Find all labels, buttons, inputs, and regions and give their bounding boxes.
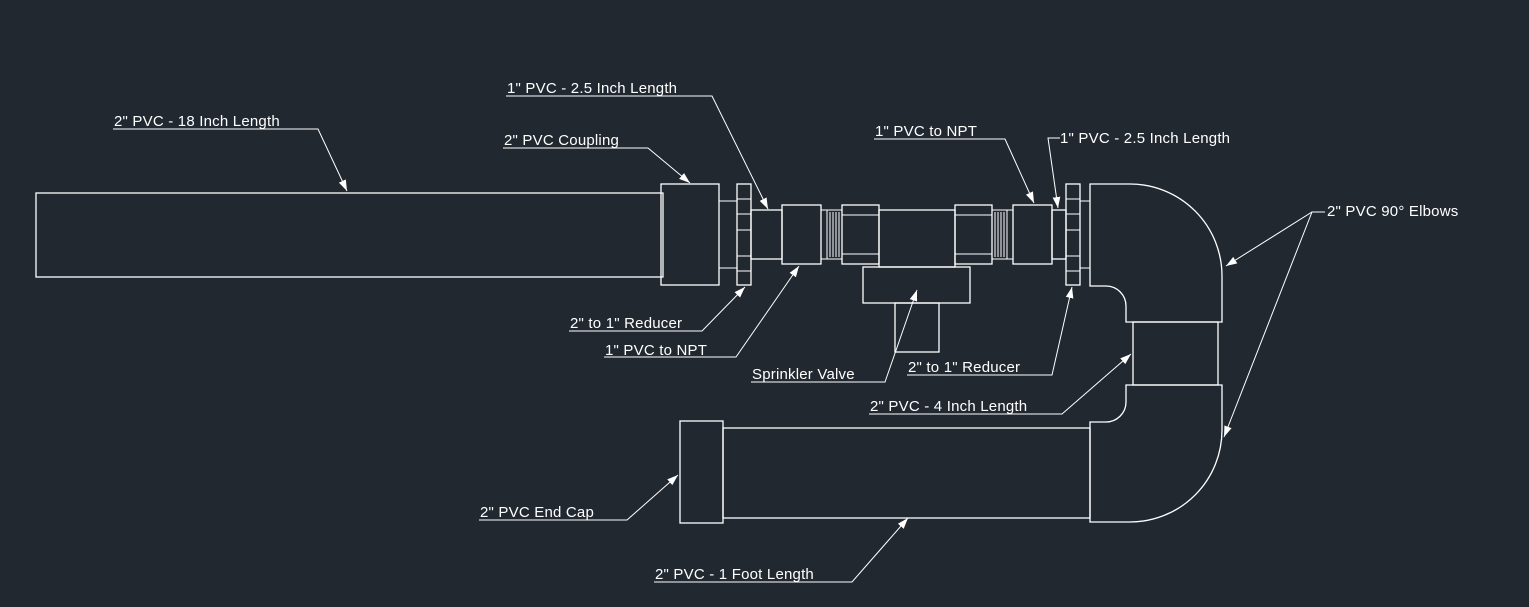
label-pipe-1in-right: 1" PVC - 2.5 Inch Length bbox=[1060, 130, 1230, 147]
pipe-1in-right bbox=[1051, 209, 1067, 260]
label-reducer-right: 2" to 1" Reducer bbox=[908, 359, 1020, 376]
leader-pipe-1in-left bbox=[506, 95, 769, 210]
elbow-bottom bbox=[1089, 384, 1223, 523]
label-pvc-4-inch: 2" PVC - 4 Inch Length bbox=[870, 398, 1027, 415]
valve-base bbox=[862, 266, 971, 304]
label-npt-top: 1" PVC to NPT bbox=[875, 123, 977, 140]
leader-npt-top bbox=[874, 138, 1035, 204]
leader-sprinkler-valve bbox=[751, 289, 918, 383]
label-sprinkler-valve: Sprinkler Valve bbox=[752, 366, 855, 383]
leader-reducer-left bbox=[569, 286, 746, 332]
end-cap-2in bbox=[679, 420, 724, 524]
label-npt-bottom: 1" PVC to NPT bbox=[605, 342, 707, 359]
elbow-top bbox=[1089, 183, 1223, 323]
leader-pvc-4-inch bbox=[869, 353, 1132, 415]
label-end-cap: 2" PVC End Cap bbox=[480, 504, 594, 521]
leader-elbow-bottom bbox=[1223, 211, 1313, 438]
label-pipe-1in-left: 1" PVC - 2.5 Inch Length bbox=[507, 80, 677, 97]
leader-pipe-1in-right bbox=[1047, 137, 1061, 209]
valve-fitting-right bbox=[954, 204, 993, 265]
leader-end-cap bbox=[479, 474, 679, 521]
valve-fitting-left bbox=[841, 204, 880, 265]
pipe-2in-1foot bbox=[722, 427, 1091, 519]
threads-left bbox=[820, 209, 843, 260]
coupling-2in bbox=[660, 183, 720, 286]
label-pvc-18-inch: 2" PVC - 18 Inch Length bbox=[114, 113, 280, 130]
valve-body bbox=[878, 209, 956, 268]
leader-npt-bottom bbox=[604, 265, 800, 358]
label-pvc-1-foot: 2" PVC - 1 Foot Length bbox=[655, 566, 814, 583]
leader-coupling bbox=[503, 147, 691, 184]
leader-elbow-top bbox=[1225, 211, 1325, 267]
label-coupling: 2" PVC Coupling bbox=[504, 132, 619, 149]
pipe-2in-4inch bbox=[1132, 321, 1219, 386]
pipe-1in-left bbox=[750, 209, 783, 260]
reducer-right bbox=[1065, 183, 1090, 286]
reducer-left bbox=[719, 183, 752, 286]
callout-labels: 2" PVC - 18 Inch Length 2" PVC Coupling … bbox=[114, 80, 1458, 583]
leader-reducer-right bbox=[907, 286, 1074, 376]
valve-solenoid bbox=[894, 302, 940, 353]
npt-adapter-left bbox=[781, 204, 822, 265]
label-reducer-left: 2" to 1" Reducer bbox=[570, 315, 682, 332]
leader-pvc-1-foot bbox=[654, 517, 909, 583]
leader-lines bbox=[113, 95, 1325, 583]
drawing-geometry bbox=[35, 183, 1223, 524]
threads-right bbox=[991, 209, 1014, 260]
npt-adapter-right bbox=[1012, 204, 1053, 265]
label-elbows: 2" PVC 90° Elbows bbox=[1327, 203, 1458, 220]
leader-pvc-18-inch bbox=[113, 128, 348, 192]
pipe-2in-18inch bbox=[35, 192, 664, 278]
